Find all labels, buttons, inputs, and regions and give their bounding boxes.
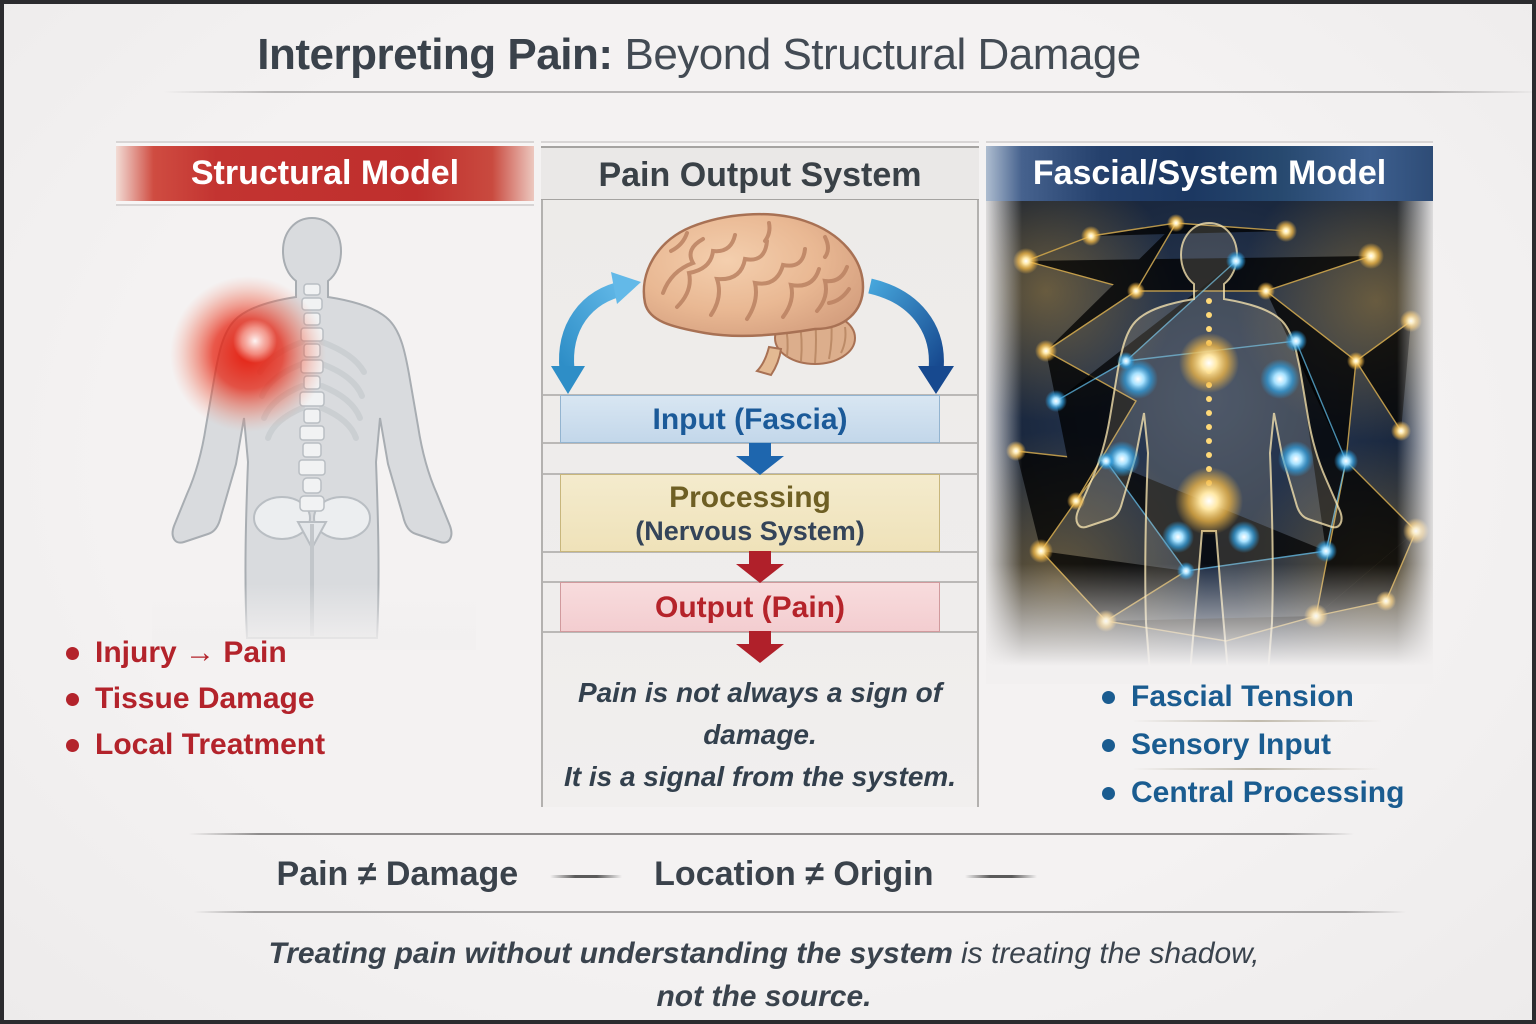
fascial-system-model-header: Fascial/System Model xyxy=(986,146,1433,201)
quote-regular: is treating the shadow, xyxy=(960,937,1260,970)
bullet-dot-icon xyxy=(66,646,79,660)
page-title: Interpreting Pain:Beyond Structural Dama… xyxy=(4,30,1394,80)
bullet-separator xyxy=(1132,768,1382,770)
bullet-dot-icon xyxy=(66,738,79,752)
equation-location-origin: Location ≠ Origin xyxy=(654,855,934,893)
down-arrow-icon xyxy=(736,631,784,663)
flow-box-input: Input (Fascia) xyxy=(560,395,940,443)
structural-bullet-list: Injury → Pain Tissue Damage Local Treatm… xyxy=(66,630,406,768)
bullet-dot-icon xyxy=(66,692,79,706)
bullet-label: Injury → Pain xyxy=(95,636,287,669)
page-title-bold: Interpreting Pain: xyxy=(257,30,613,79)
flow-box-processing: Processing (Nervous System) xyxy=(560,474,940,552)
structural-model-header: Structural Model xyxy=(116,146,534,201)
quote-line2: not the source. xyxy=(656,980,872,1013)
down-arrow-icon xyxy=(736,551,784,583)
body-back-figure xyxy=(152,216,476,650)
dash-separator xyxy=(965,874,1038,878)
title-divider xyxy=(164,91,1532,93)
quote-line1: Treating pain without understanding the … xyxy=(4,932,1524,975)
fascial-bullet-list: Fascial Tension Sensory Input Central Pr… xyxy=(1102,674,1422,816)
flow-caption: Pain is not always a sign of damage. It … xyxy=(543,672,977,798)
scene-bottom-fade xyxy=(986,564,1433,684)
equation-pain-damage: Pain ≠ Damage xyxy=(276,855,519,893)
bullet-label: Fascial Tension xyxy=(1131,680,1354,713)
list-item: Injury → Pain xyxy=(66,630,406,676)
quote-bold: Treating pain without understanding the … xyxy=(268,937,953,970)
footer-quote: Treating pain without understanding the … xyxy=(4,932,1524,1018)
processing-label: Processing xyxy=(669,481,831,514)
flow-box-output: Output (Pain) xyxy=(560,582,940,632)
dash-separator xyxy=(550,874,623,878)
caption-line2: It is a signal from the system. xyxy=(563,761,957,792)
curved-arrow-right-icon xyxy=(868,278,954,394)
brain-image xyxy=(642,212,865,377)
pain-output-system-header: Pain Output System xyxy=(541,146,979,201)
list-item: Tissue Damage xyxy=(66,676,406,722)
footer-divider-top xyxy=(189,833,1354,835)
bullet-label: Central Processing xyxy=(1131,776,1405,809)
list-item: Sensory Input xyxy=(1102,722,1422,768)
bullet-dot-icon xyxy=(1102,786,1115,800)
caption-line1: Pain is not always a sign of damage. xyxy=(577,677,943,750)
list-item: Local Treatment xyxy=(66,722,406,768)
list-item: Central Processing xyxy=(1102,770,1422,816)
bullet-label: Sensory Input xyxy=(1131,728,1332,761)
curved-arrow-left-icon xyxy=(551,272,641,394)
bullet-label: Local Treatment xyxy=(95,728,326,761)
down-arrow-icon xyxy=(736,443,784,475)
footer-divider-bottom xyxy=(194,911,1406,913)
list-item: Fascial Tension xyxy=(1102,674,1422,720)
bullet-label: Tissue Damage xyxy=(95,682,315,715)
bullet-separator xyxy=(1132,720,1382,722)
page-title-regular: Beyond Structural Damage xyxy=(624,30,1141,79)
bullet-dot-icon xyxy=(1102,738,1115,752)
footer-equations: Pain ≠ Damage Location ≠ Origin xyxy=(4,855,1314,894)
bullet-dot-icon xyxy=(1102,690,1115,704)
processing-sublabel: (Nervous System) xyxy=(635,516,865,546)
